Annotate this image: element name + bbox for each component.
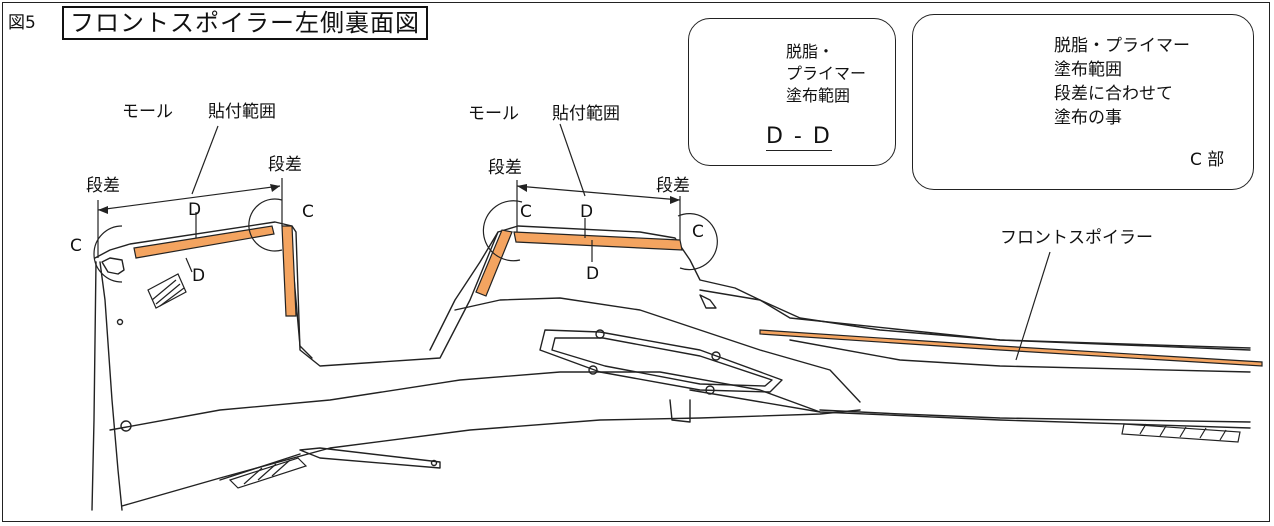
detail-dd-caption: D - D	[766, 124, 832, 151]
detail-dd-line2: プライマー	[786, 64, 867, 83]
bottom-bracket	[299, 447, 441, 469]
left-mid-curve	[109, 371, 821, 431]
dim-center	[516, 185, 681, 201]
c-arc-4	[677, 213, 718, 271]
c-arc-1	[93, 225, 123, 283]
detail-c-line3: 段差に合わせて	[1054, 84, 1173, 104]
hatch-right	[1121, 423, 1241, 443]
leader-range-center	[559, 123, 586, 197]
label-d-3: D	[580, 202, 594, 222]
left-body-outer	[91, 261, 97, 511]
label-d-1: D	[188, 200, 202, 220]
right-upper	[699, 289, 1251, 349]
tape-right	[759, 329, 1263, 367]
right-clip	[699, 294, 717, 309]
tape-center-diagonal	[475, 229, 513, 297]
label-c-1: C	[70, 236, 82, 256]
label-c-3: C	[520, 202, 532, 222]
left-body-inner	[99, 261, 123, 511]
detail-c-caption: C 部	[1190, 150, 1225, 170]
figure-title: フロントスポイラー左側裏面図	[62, 6, 428, 40]
label-step-3: 段差	[488, 158, 522, 178]
label-c-2: C	[302, 202, 314, 222]
leader-range-left	[191, 125, 219, 195]
detail-dd-line3: 塗布範囲	[786, 86, 851, 105]
vent-hole-3	[588, 365, 598, 375]
leader-part	[1015, 251, 1051, 361]
label-d-4: D	[586, 264, 600, 284]
detail-c-box	[912, 14, 1254, 190]
vent-hole-1	[595, 329, 605, 339]
vent-inner	[551, 337, 773, 387]
hatch-left	[147, 273, 187, 309]
label-d-2: D	[192, 266, 206, 286]
vent-hole-2	[711, 351, 721, 361]
detail-c-line4: 塗布の事	[1054, 108, 1122, 128]
tape-left-top	[133, 225, 275, 259]
c-arc-3	[482, 200, 523, 262]
vent-hole-4	[705, 385, 715, 395]
label-step-1: 段差	[86, 176, 120, 196]
label-range-left: 貼付範囲	[208, 102, 276, 122]
figure-number: 図5	[8, 13, 36, 33]
left-lower-curve	[121, 409, 861, 507]
label-c-4: C	[692, 222, 704, 242]
detail-c-line2: 塗布範囲	[1054, 60, 1122, 80]
label-range-center: 貼付範囲	[552, 104, 620, 124]
left-hole-lower	[120, 420, 132, 432]
center-clip	[669, 399, 691, 423]
vent-outline	[539, 329, 783, 393]
tape-left-vertical	[281, 225, 297, 317]
detail-dd-box	[688, 18, 896, 166]
right-lower	[789, 339, 1251, 373]
center-bump-inner	[454, 297, 861, 403]
label-mall-center: モール	[468, 104, 519, 124]
label-mall-left: モール	[122, 102, 173, 122]
right-bottom	[819, 409, 1251, 423]
bottom-rail	[219, 453, 301, 481]
bracket-hole	[430, 459, 438, 467]
center-bump	[429, 231, 499, 351]
left-hole-upper	[116, 318, 124, 326]
detail-c-line1: 脱脂・プライマー	[1054, 36, 1190, 56]
label-part-name: フロントスポイラー	[1000, 228, 1153, 248]
tape-center-top	[513, 231, 683, 251]
leader-d2	[185, 257, 193, 273]
label-step-2: 段差	[268, 155, 302, 175]
left-body-outline	[94, 221, 1251, 367]
c-arc-2	[248, 198, 283, 252]
label-step-4: 段差	[656, 176, 690, 196]
dim-left	[97, 185, 281, 211]
detail-dd-line1: 脱脂・	[786, 42, 835, 61]
left-hook	[101, 257, 125, 275]
